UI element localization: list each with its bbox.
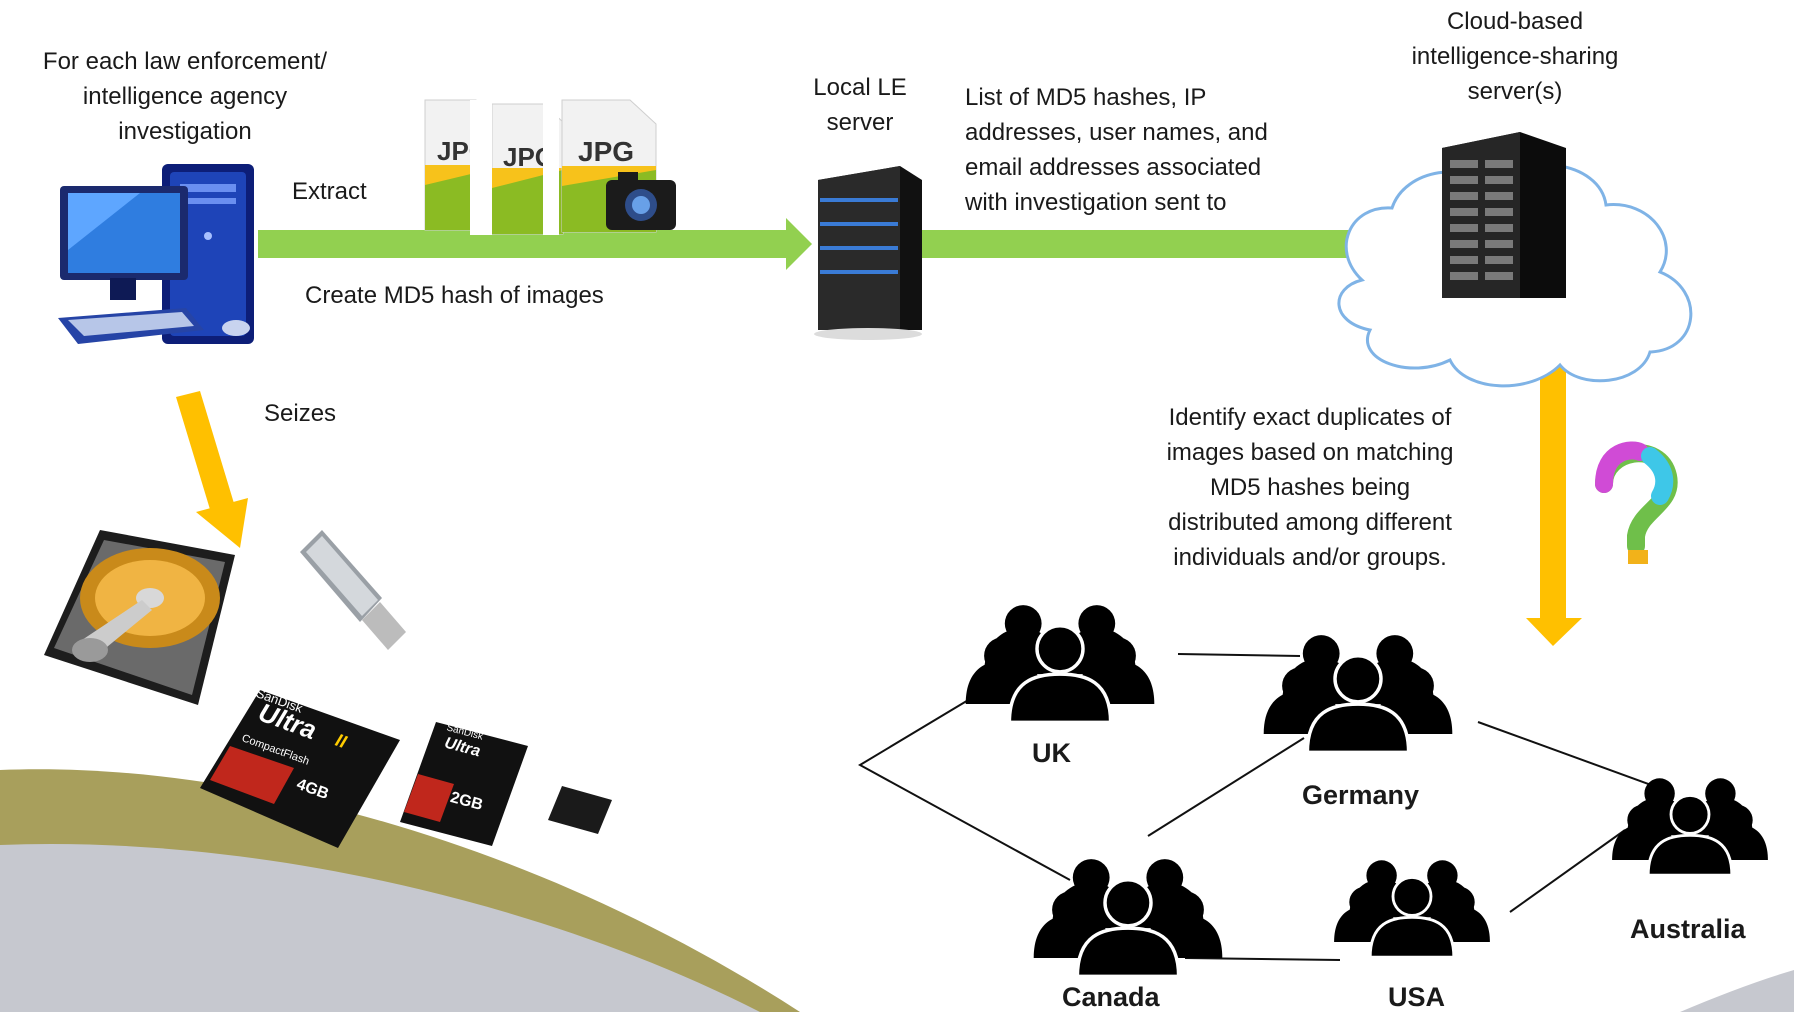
identify-line: images based on matching	[1166, 439, 1454, 466]
people-group-icon	[1610, 776, 1770, 877]
agency-line: intelligence agency	[82, 83, 288, 110]
list-line: email addresses associated	[965, 154, 1262, 181]
people-group-icon	[1332, 858, 1492, 959]
extract-label: Extract	[292, 178, 367, 205]
agency-label: For each law enforcement/ intelligence a…	[0, 44, 370, 149]
jpg-label: JPG	[578, 136, 635, 167]
group-label-canada: Canada	[1062, 982, 1160, 1012]
right-gray-swoosh	[1680, 970, 1794, 1012]
cloud-line: intelligence-sharing	[1411, 43, 1619, 70]
identify-line: individuals and/or groups.	[1173, 544, 1447, 571]
people-group-icon	[963, 603, 1157, 725]
list-label: List of MD5 hashes, IP addresses, user n…	[965, 80, 1268, 220]
orange-arrow-down	[1526, 366, 1582, 646]
list-line: addresses, user names, and	[965, 119, 1268, 146]
orange-arrow-seize	[176, 391, 248, 548]
group-label-germany: Germany	[1302, 780, 1420, 810]
identify-label: Identify exact duplicates of images base…	[1120, 400, 1500, 575]
cloud-line: Cloud-based	[1446, 8, 1584, 35]
gray-swoosh	[0, 843, 760, 1012]
local-server-line: Local LE	[813, 74, 907, 101]
green-arrow-extract	[258, 218, 812, 270]
people-group-icon	[1031, 857, 1225, 979]
identify-line: MD5 hashes being	[1209, 474, 1411, 501]
list-line: List of MD5 hashes, IP	[965, 84, 1207, 111]
group-label-australia: Australia	[1630, 914, 1746, 944]
agency-line: investigation	[118, 118, 252, 145]
local-server-line: server	[826, 109, 894, 136]
file-overlap-mask	[470, 100, 492, 235]
cloud-label: Cloud-based intelligence-sharing server(…	[1370, 4, 1660, 109]
hash-label: Create MD5 hash of images	[305, 282, 604, 309]
local-server-label: Local LE server	[775, 70, 945, 140]
jpg-file-icon	[561, 99, 676, 233]
agency-line: For each law enforcement/	[42, 48, 328, 75]
network-links	[857, 653, 1666, 961]
cloud-line: server(s)	[1467, 78, 1563, 105]
group-label-uk: UK	[1032, 738, 1071, 768]
people-group-icon	[1261, 633, 1455, 755]
list-line: with investigation sent to	[965, 189, 1227, 216]
seizes-label: Seizes	[264, 400, 337, 427]
group-label-usa: USA	[1388, 982, 1446, 1012]
identify-line: distributed among different	[1168, 509, 1452, 536]
identify-line: Identify exact duplicates of	[1168, 404, 1452, 431]
file-overlap-mask	[543, 100, 559, 235]
